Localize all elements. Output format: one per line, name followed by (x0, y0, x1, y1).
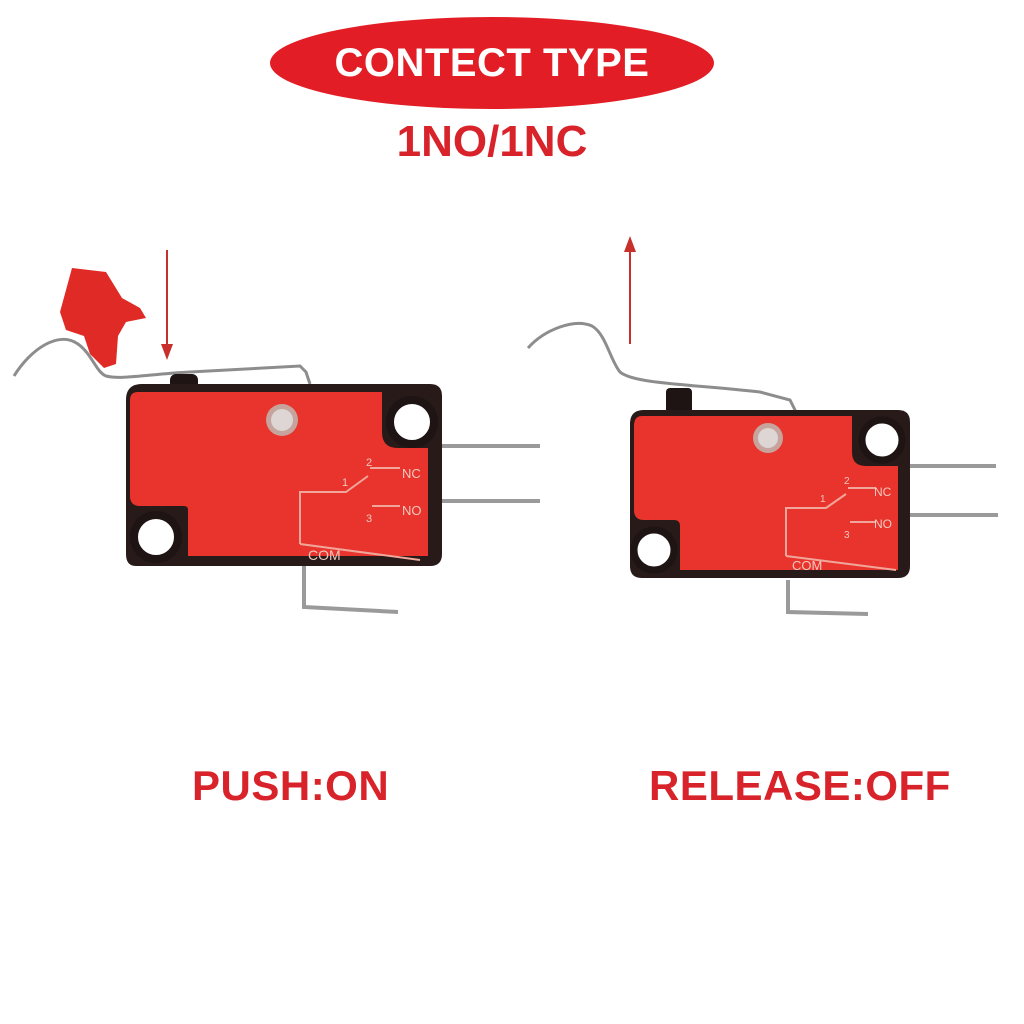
pin-number-3: 3 (366, 513, 372, 525)
pin-number-1: 1 (342, 477, 348, 489)
pin-number-2: 2 (844, 476, 850, 487)
title-text: CONTECT TYPE (334, 40, 650, 85)
pin-label-nc: NC (874, 485, 892, 499)
pin-label-com: COM (792, 558, 822, 573)
pin-number-3: 3 (844, 530, 850, 541)
mounting-hole (630, 526, 678, 574)
arrow-up-icon (624, 236, 636, 344)
arrow-down-icon (161, 250, 173, 360)
mounting-hole (386, 396, 438, 448)
push-on-label: PUSH:ON (192, 762, 390, 809)
title-pill: CONTECT TYPE (270, 17, 714, 109)
contact-type-label: 1NO/1NC (396, 117, 588, 166)
pin-number-1: 1 (820, 494, 826, 505)
pin-label-com: COM (308, 547, 341, 563)
switch-released: NC NO COM 2 1 3 (526, 236, 998, 616)
pin-number-2: 2 (366, 457, 372, 469)
switch-pressed: NC NO COM 2 1 3 (12, 250, 540, 614)
pin-label-nc: NC (402, 466, 421, 481)
release-off-label: RELEASE:OFF (649, 762, 951, 809)
pin-label-no: NO (874, 517, 892, 531)
pointing-hand-icon (60, 268, 146, 368)
mounting-hole (858, 416, 906, 464)
mounting-hole (130, 511, 182, 563)
pin-label-no: NO (402, 503, 422, 518)
